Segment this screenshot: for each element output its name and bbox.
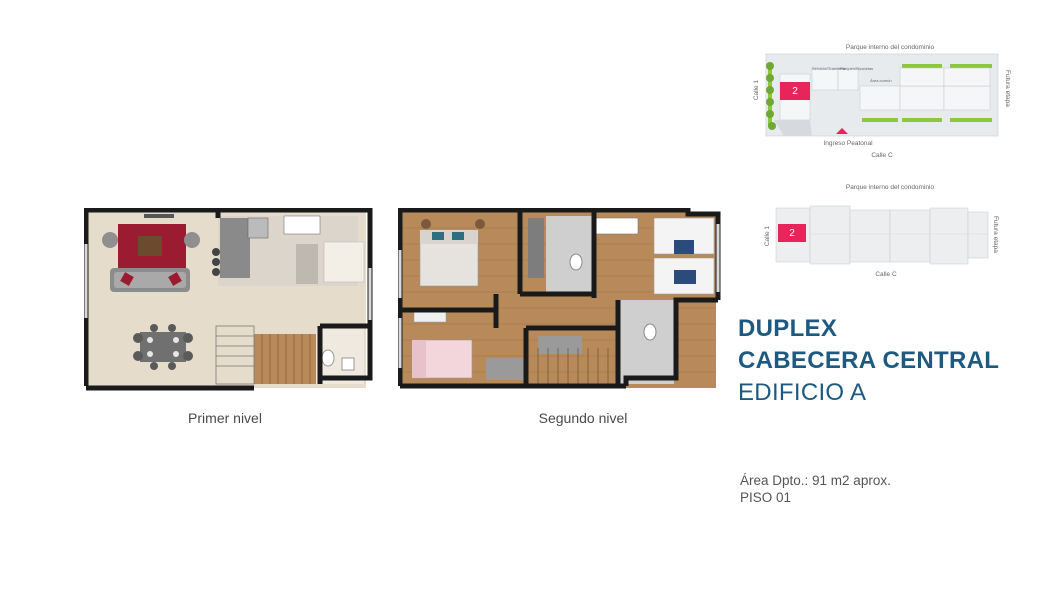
site-unit-number: 2: [792, 86, 798, 97]
level-1-caption: Primer nivel: [188, 410, 262, 426]
floor-street-c-label: Calle C: [875, 271, 897, 278]
floor-location-map: Parque interno del condominio Calle 1 Fu…: [750, 180, 1020, 285]
level-2-caption: Segundo nivel: [538, 410, 628, 426]
floor-park-label: Parque interno del condominio: [845, 184, 935, 191]
highlighted-unit-marker: [780, 82, 810, 100]
site-future-stage-label: Futura etapa: [1004, 70, 1011, 107]
site-pedestrian-entrance-label: Ingreso Peatonal: [823, 140, 873, 147]
floor-highlighted-unit-marker: [778, 224, 806, 242]
floor-plan-level-2-drawing: [397, 207, 721, 389]
site-amenity-2-label: Parqueo/Bicicletas: [840, 66, 874, 71]
site-street-1-label: Calle 1: [753, 80, 760, 101]
title-line-edificio: EDIFICIO A: [738, 379, 867, 406]
floor-text: PISO 01: [740, 490, 792, 505]
site-amenity-1-label: Servicio/Guardería: [812, 66, 846, 71]
site-park-label: Parque interno del condominio: [845, 44, 935, 51]
floor-unit-number: 2: [789, 228, 795, 239]
floor-location-map-drawing: [775, 205, 989, 265]
site-street-c-label: Calle C: [871, 152, 893, 159]
title-line-duplex: DUPLEX: [738, 315, 838, 342]
site-amenity-3-label: Área común: [870, 78, 892, 83]
project-title-block: DUPLEX CABECERA CENTRAL EDIFICIO A: [738, 313, 1038, 409]
area-text: Área Dpto.: 91 m2 aprox.: [740, 473, 891, 488]
title-line-cabecera: CABECERA CENTRAL: [738, 347, 1000, 374]
unit-info: Área Dpto.: 91 m2 aprox. PISO 01: [740, 472, 1020, 506]
site-location-map-drawing: [765, 53, 999, 137]
floor-future-stage-label: Futura etapa: [992, 216, 999, 253]
floor-street-1-label: Calle 1: [764, 226, 771, 247]
floor-plan-level-2: [397, 207, 723, 393]
site-location-map: Parque interno del condominio Calle 1 Fu…: [750, 40, 1020, 165]
floor-plan-level-1-drawing: [83, 207, 373, 391]
floor-plan-level-1: [83, 207, 374, 393]
